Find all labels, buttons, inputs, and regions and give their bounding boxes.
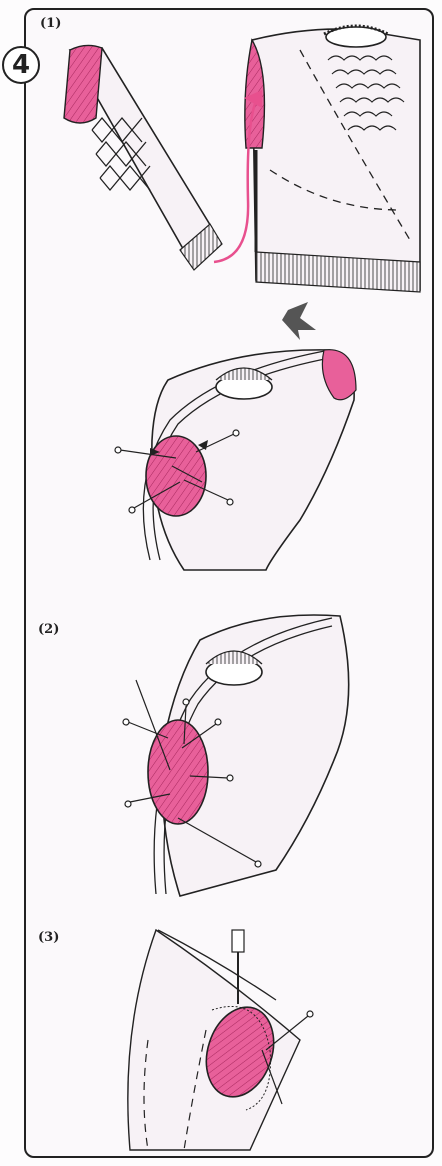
sweater-body-illustration [245, 26, 420, 292]
sleeve-cap [64, 45, 102, 123]
sleeve-illustration [64, 45, 222, 270]
pinned-shoulder-illustration [115, 350, 356, 570]
sweater-neckline [326, 27, 386, 47]
sweater-body [252, 29, 420, 290]
armhole-pinned [146, 436, 206, 516]
sewing-armhole-illustration [128, 930, 313, 1150]
down-arrow-icon [282, 302, 316, 340]
pinned-armhole-illustration [123, 615, 349, 896]
